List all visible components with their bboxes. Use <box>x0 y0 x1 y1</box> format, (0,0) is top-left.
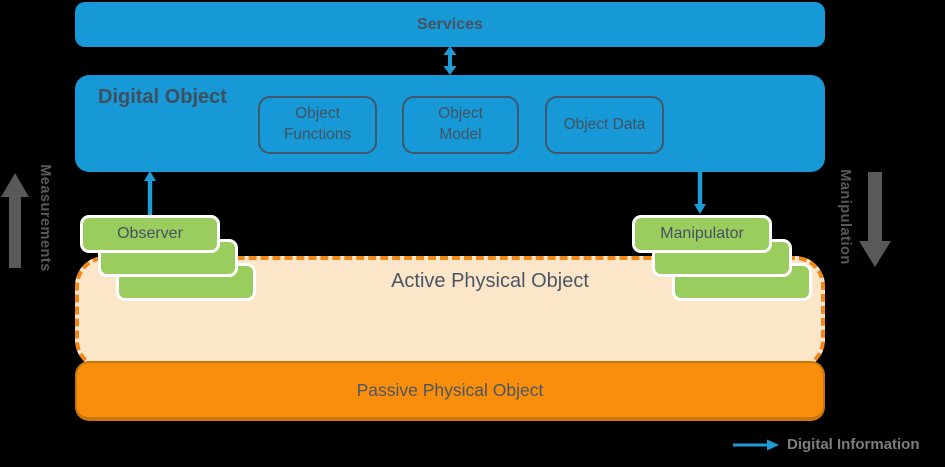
services-digitalobject-double-arrow-icon <box>443 46 457 75</box>
object-data-label: Object Data <box>563 115 646 133</box>
manipulation-label: Manipulation <box>837 169 853 265</box>
object-model-box: Object Model <box>402 96 519 154</box>
passive-physical-object-box: Passive Physical Object <box>75 361 825 421</box>
observer-up-arrow-icon <box>144 171 156 215</box>
observer-box: Observer <box>80 215 220 253</box>
digital-information-arrow-icon <box>733 439 779 450</box>
measurements-up-arrow-icon <box>1 173 29 268</box>
manipulation-down-arrow-icon <box>859 172 891 267</box>
object-functions-label: Object Functions <box>283 105 352 143</box>
legend: Digital Information <box>733 436 920 453</box>
object-data-box: Object Data <box>545 96 664 154</box>
legend-label: Digital Information <box>787 436 920 453</box>
services-box: Services <box>75 2 825 47</box>
measurements-label: Measurements <box>37 164 53 272</box>
object-functions-box: Object Functions <box>258 96 377 154</box>
digital-object-title: Digital Object <box>98 86 227 108</box>
observer-label: Observer <box>117 225 183 242</box>
manipulator-label: Manipulator <box>660 225 744 242</box>
object-model-label: Object Model <box>438 105 483 143</box>
active-physical-object-label: Active Physical Object <box>391 270 589 292</box>
manipulator-box: Manipulator <box>632 215 772 253</box>
passive-physical-object-label: Passive Physical Object <box>356 379 544 400</box>
manipulator-down-arrow-icon <box>694 170 706 214</box>
services-label: Services <box>417 15 483 33</box>
digital-object-box: Digital Object Object Functions Object M… <box>75 75 825 172</box>
